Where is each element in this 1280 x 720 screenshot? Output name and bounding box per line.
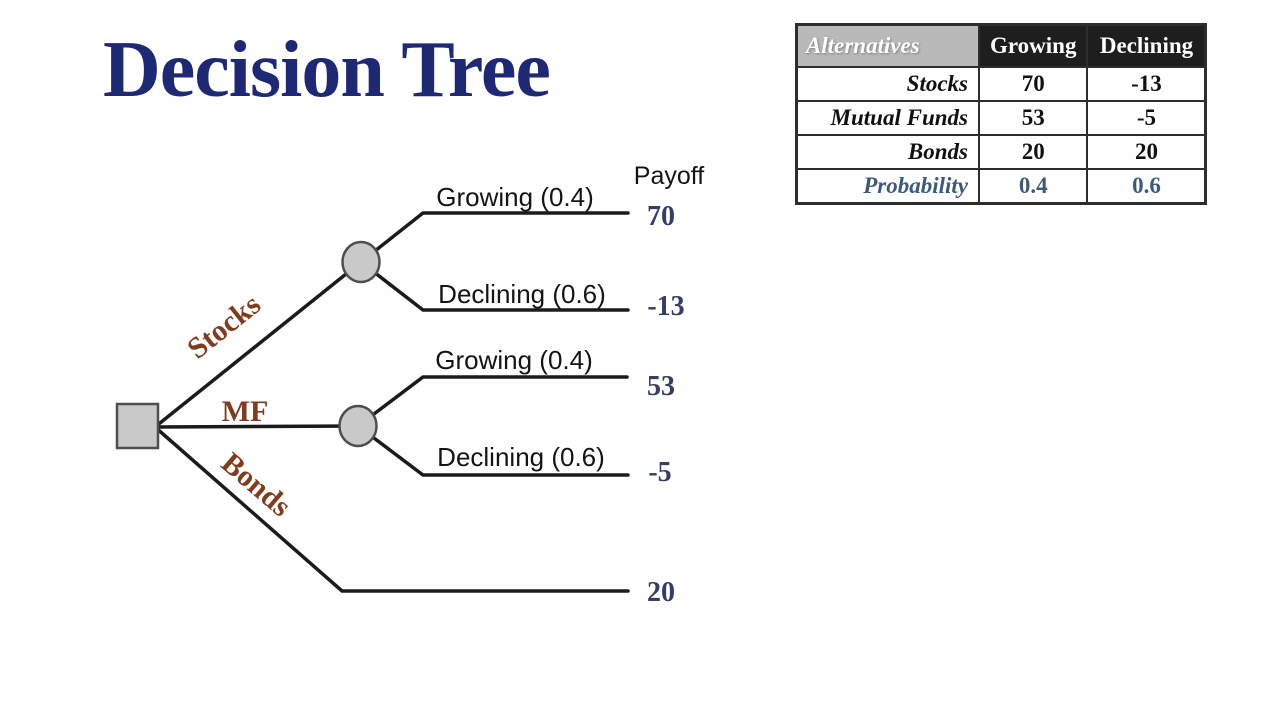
- payoff-stocks-growing: 70: [647, 201, 675, 232]
- row-label-stocks: Stocks: [795, 66, 980, 102]
- row-label-probability: Probability: [795, 168, 980, 205]
- payoff-mf-growing: 53: [647, 371, 675, 402]
- table-row-stocks: Stocks 70 -13: [795, 66, 1207, 102]
- page-title: Decision Tree: [103, 26, 551, 114]
- table-row-bonds: Bonds 20 20: [795, 134, 1207, 170]
- branch-line-mf: [153, 424, 360, 429]
- outcome-label-mf-declining: Declining (0.6): [437, 442, 605, 472]
- cell-mutual-funds-growing: 53: [977, 100, 1089, 136]
- cell-mutual-funds-declining: -5: [1086, 100, 1207, 136]
- cell-stocks-declining: -13: [1086, 66, 1207, 102]
- payoff-bonds: 20: [647, 577, 675, 608]
- payoff-column-header: Payoff: [634, 162, 704, 190]
- branch-line-stocks-declining: [359, 260, 630, 312]
- table-header-growing: Growing: [977, 23, 1089, 68]
- table-header-declining: Declining: [1086, 23, 1207, 68]
- outcome-label-stocks-declining: Declining (0.6): [438, 279, 606, 309]
- branch-label-mf: MF: [222, 395, 269, 428]
- branch-line-bonds: [153, 425, 630, 593]
- payoff-stocks-declining: -13: [647, 291, 684, 322]
- cell-bonds-declining: 20: [1086, 134, 1207, 170]
- branch-line-stocks-growing: [359, 211, 630, 264]
- payoff-mf-declining: -5: [648, 457, 671, 488]
- chance-node-stocks: [341, 240, 381, 284]
- table-row-probability: Probability 0.4 0.6: [795, 168, 1207, 205]
- chance-node-mf: [338, 404, 378, 448]
- branch-line-mf-growing: [356, 375, 629, 428]
- cell-bonds-growing: 20: [977, 134, 1089, 170]
- row-label-mutual-funds: Mutual Funds: [795, 100, 980, 136]
- row-label-bonds: Bonds: [795, 134, 980, 170]
- branch-line-stocks: [153, 260, 363, 429]
- outcome-label-stocks-growing: Growing (0.4): [436, 182, 594, 212]
- cell-probability-declining: 0.6: [1086, 168, 1207, 205]
- table-header-alternatives: Alternatives: [795, 23, 980, 68]
- outcome-label-mf-growing: Growing (0.4): [435, 345, 593, 375]
- cell-probability-growing: 0.4: [977, 168, 1089, 205]
- branch-label-stocks: Stocks: [181, 288, 267, 366]
- decision-node-square: [115, 402, 160, 450]
- branch-line-mf-declining: [356, 424, 630, 477]
- table-header-row: Alternatives Growing Declining: [795, 23, 1207, 68]
- cell-stocks-growing: 70: [977, 66, 1089, 102]
- table-row-mutual-funds: Mutual Funds 53 -5: [795, 100, 1207, 136]
- alternatives-payoff-table: Alternatives Growing Declining Stocks 70…: [795, 23, 1208, 205]
- branch-label-bonds: Bonds: [215, 446, 297, 523]
